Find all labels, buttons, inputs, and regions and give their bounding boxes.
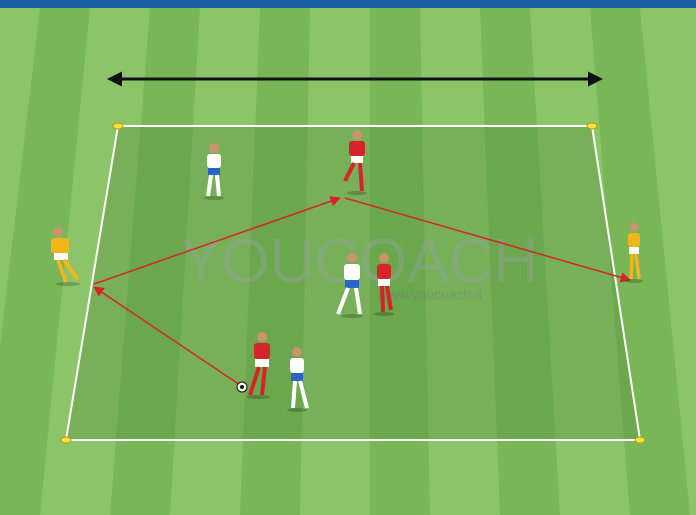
watermark-registered: ®	[526, 234, 534, 246]
watermark-brand: YOUCOACH	[180, 227, 538, 296]
soccer-ball-icon	[237, 382, 247, 392]
marker-cone-icon	[635, 437, 645, 443]
marker-cone-icon	[61, 437, 71, 443]
marker-cone-icon	[113, 123, 123, 129]
watermark-url: www.youcoach.it	[377, 286, 482, 302]
marker-cone-icon	[587, 123, 597, 129]
